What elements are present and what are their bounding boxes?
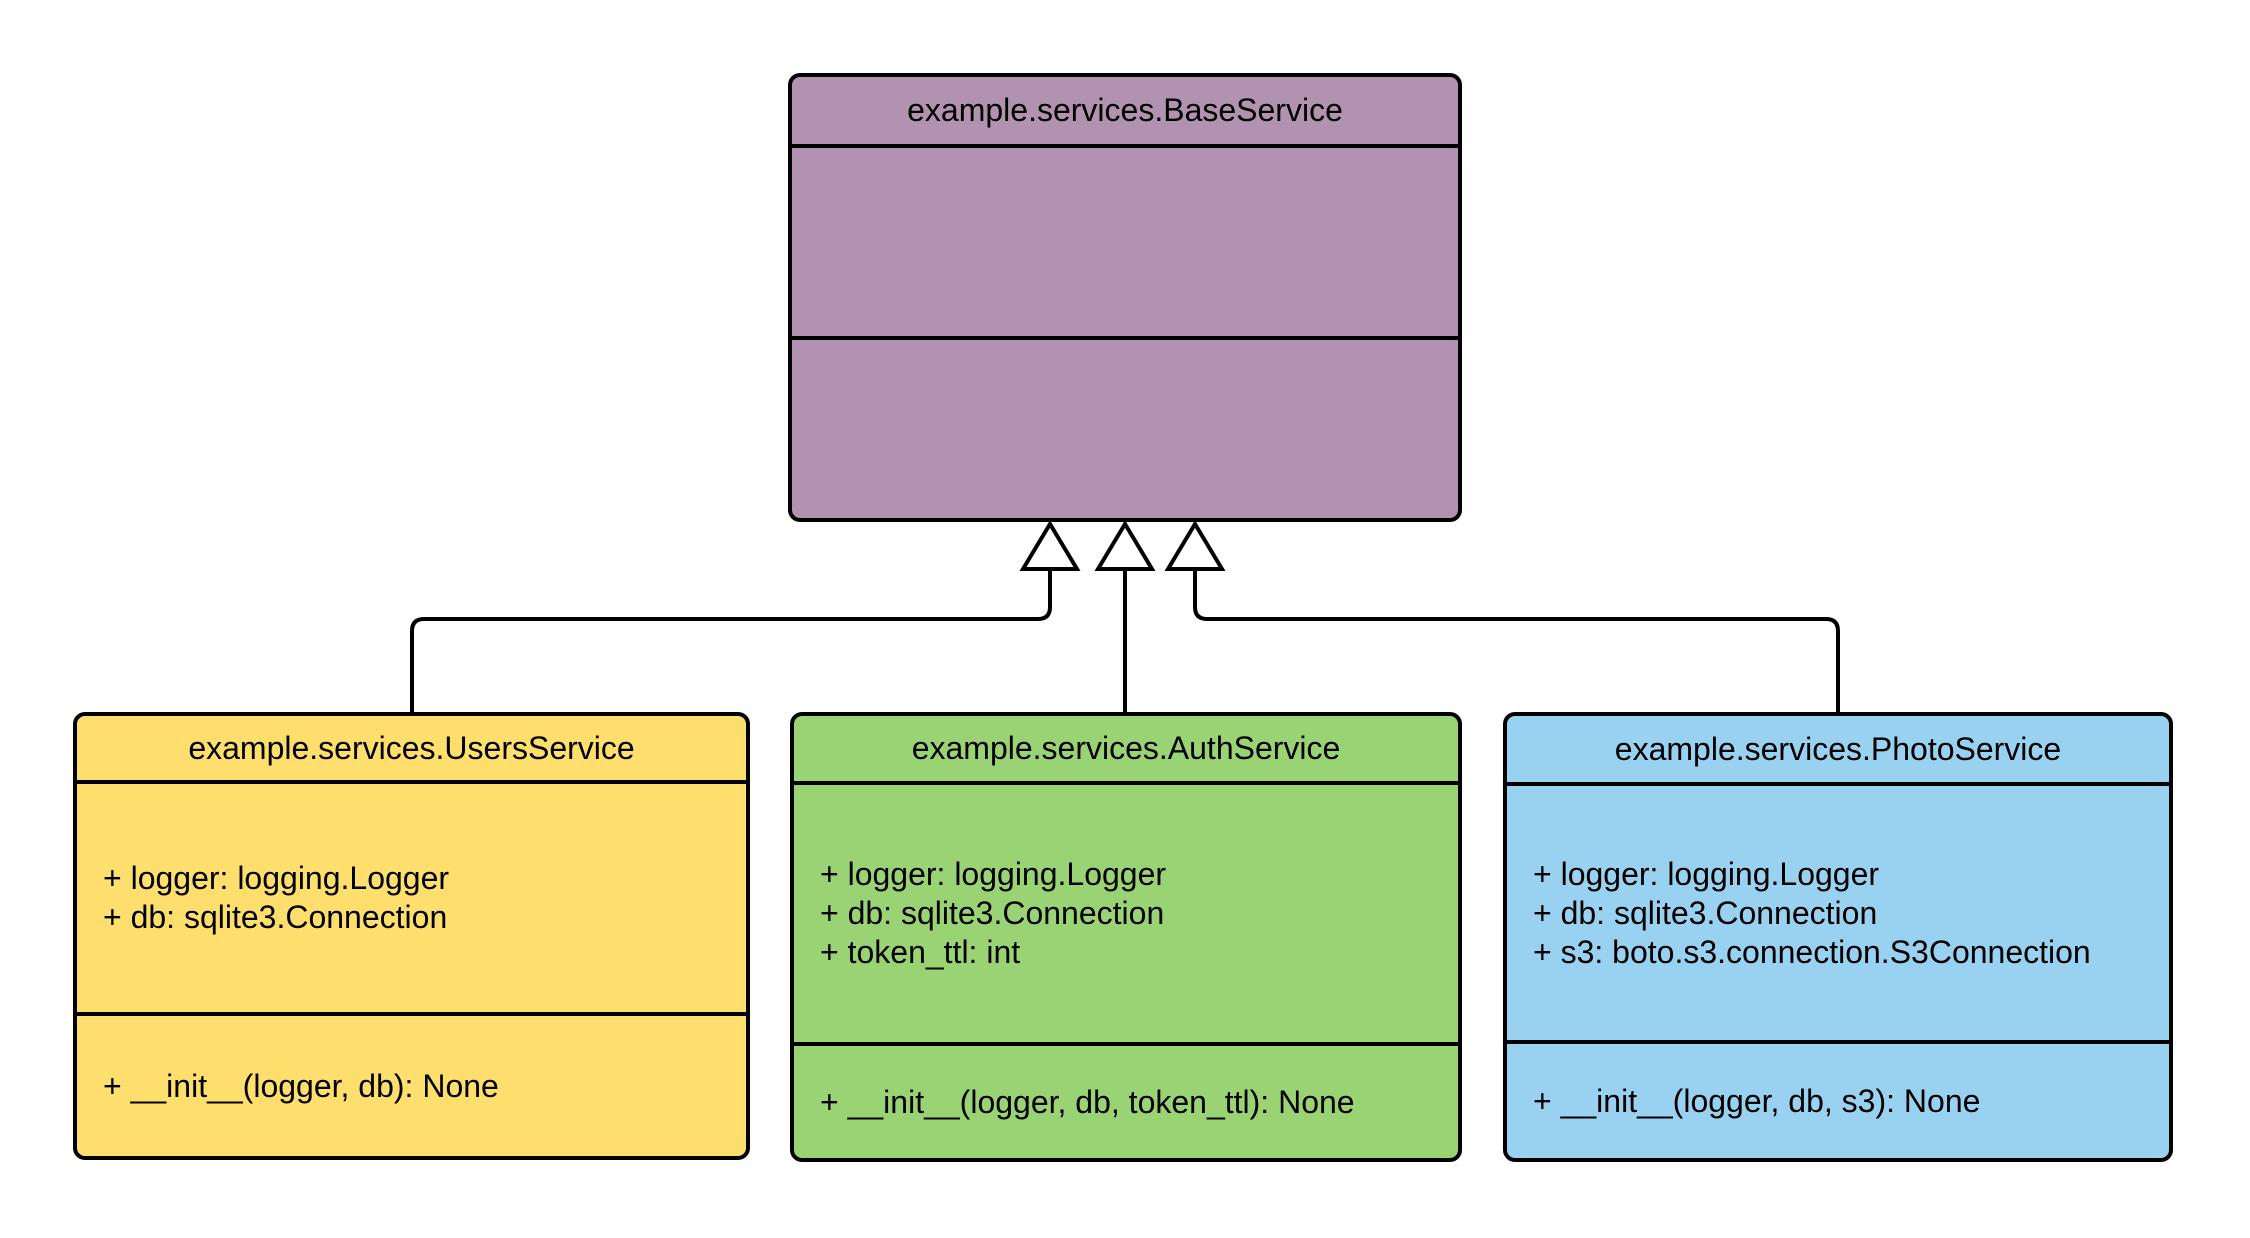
class-box-usersservice: example.services.UsersService + logger: … [73,712,750,1160]
inheritance-connector-photo-to-base [1193,569,1840,712]
methods-compartment-authservice: + __init__(logger, db, token_ttl): None [794,1046,1458,1158]
attributes-compartment-baseservice [792,148,1458,340]
inheritance-triangle-users [1019,520,1081,571]
methods-compartment-usersservice: + __init__(logger, db): None [77,1016,746,1156]
attribute-line: + db: sqlite3.Connection [1533,894,1878,931]
methods-compartment-photoservice: + __init__(logger, db, s3): None [1507,1044,2169,1158]
attribute-line: + token_ttl: int [820,934,1021,970]
class-title-photoservice: example.services.PhotoService [1507,716,2169,786]
class-title-authservice: example.services.AuthService [794,716,1458,785]
attributes-compartment-usersservice: + logger: logging.Logger + db: sqlite3.C… [77,784,746,1016]
methods-compartment-baseservice [792,340,1458,518]
attributes-compartment-authservice: + logger: logging.Logger + db: sqlite3.C… [794,785,1458,1046]
class-box-authservice: example.services.AuthService + logger: l… [790,712,1462,1162]
class-box-photoservice: example.services.PhotoService + logger: … [1503,712,2173,1162]
inheritance-triangle-photo [1164,520,1226,571]
method-line: + __init__(logger, db, s3): None [1533,1082,1981,1119]
attribute-line: + logger: logging.Logger [1533,855,1880,892]
inheritance-connector-users-to-base [410,569,1052,712]
method-line: + __init__(logger, db): None [103,1067,499,1104]
attribute-line: + logger: logging.Logger [103,860,450,896]
attribute-line: + logger: logging.Logger [820,856,1167,892]
attribute-line: + db: sqlite3.Connection [820,895,1165,931]
class-title-usersservice: example.services.UsersService [77,716,746,784]
attribute-line: + db: sqlite3.Connection [103,899,448,935]
class-title-baseservice: example.services.BaseService [792,77,1458,148]
method-line: + __init__(logger, db, token_ttl): None [820,1083,1355,1120]
attribute-line: + s3: boto.s3.connection.S3Connection [1533,933,2091,970]
inheritance-triangle-auth [1094,520,1156,571]
attributes-compartment-photoservice: + logger: logging.Logger + db: sqlite3.C… [1507,786,2169,1044]
class-box-baseservice: example.services.BaseService [788,73,1462,522]
